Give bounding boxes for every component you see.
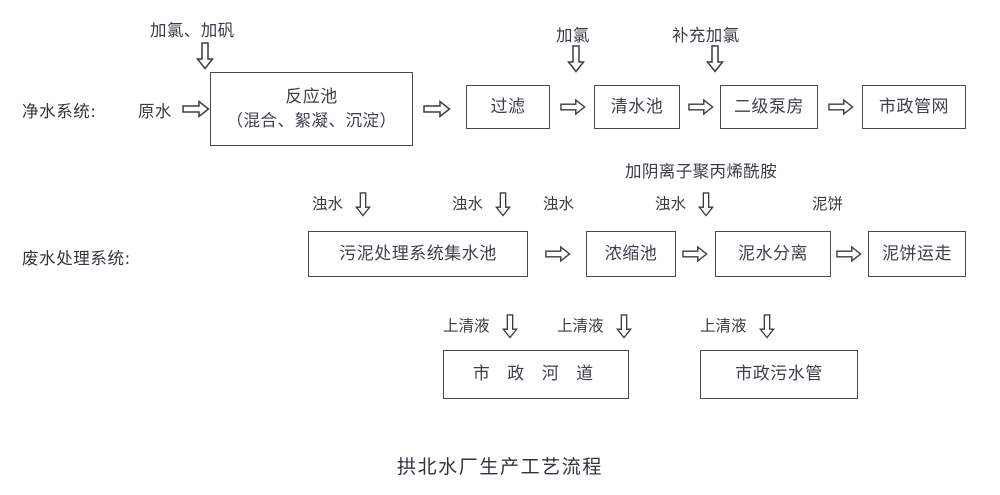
feed-label-turbid-water-3: 浊水 (543, 195, 575, 213)
supernatant-label-3: 上清液 (700, 317, 747, 335)
dosing-label-chlorine-alum: 加氯、加矾 (150, 21, 235, 40)
node-filtration-label: 过滤 (490, 96, 526, 117)
node-filtration[interactable]: 过滤 (466, 85, 550, 129)
down-arrow-outline-icon-turbid-water-2 (494, 192, 512, 217)
down-arrow-outline-icon-supernatant-3 (758, 314, 776, 339)
down-arrow-outline-icon-supernatant-2 (615, 314, 633, 339)
right-arrow-outline-icon-pump-to-network (828, 98, 854, 116)
node-reaction-tank-line2: （混合、絮凝、沉淀） (226, 111, 397, 131)
right-arrow-outline-icon-reaction-to-filter (423, 99, 451, 119)
node-municipal-sewage-pipe-label: 市政污水管 (735, 364, 823, 385)
node-reaction-tank-line1: 反应池 (285, 86, 338, 107)
row-label-wastewater-system: 废水处理系统: (22, 249, 131, 268)
node-reaction-tank[interactable]: 反应池 （混合、絮凝、沉淀） (210, 72, 413, 146)
node-sludge-water-separation[interactable]: 泥水分离 (715, 231, 831, 277)
node-thickening-tank[interactable]: 浓缩池 (586, 231, 676, 277)
down-arrow-outline-icon-turbid-water-1 (354, 192, 372, 217)
right-arrow-outline-icon-separation-to-cake (836, 245, 862, 263)
right-arrow-outline-icon-collection-to-thickener (545, 245, 571, 263)
supernatant-label-1: 上清液 (443, 317, 490, 335)
feed-label-turbid-water-4: 浊水 (655, 195, 687, 213)
right-arrow-outline-icon-thickener-to-separation (682, 245, 708, 263)
figure-title: 拱北水厂生产工艺流程 (396, 456, 603, 478)
dosing-label-supplementary-chlorine: 补充加氯 (672, 26, 740, 45)
row-label-purification-system: 净水系统: (22, 102, 97, 121)
down-arrow-outline-icon-supernatant-1 (501, 314, 519, 339)
down-arrow-outline-icon-supplementary-chlorine (705, 45, 725, 73)
additive-label-anionic-polyacrylamide: 加阴离子聚丙烯酰胺 (625, 162, 778, 181)
down-arrow-outline-icon-chlorine (566, 45, 586, 73)
node-sludge-water-separation-label: 泥水分离 (738, 243, 808, 264)
feed-label-turbid-water-1: 浊水 (312, 195, 344, 213)
node-municipal-river-channel-label: 市 政 河 道 (472, 364, 600, 385)
node-secondary-pump-house-label: 二级泵房 (734, 96, 804, 117)
inlet-label-raw-water: 原水 (138, 102, 172, 121)
node-municipal-river-channel[interactable]: 市 政 河 道 (443, 350, 629, 399)
node-mud-cake-removal[interactable]: 泥饼运走 (868, 231, 966, 277)
down-arrow-outline-icon-turbid-water-4 (697, 192, 715, 217)
right-arrow-outline-icon-filter-to-clearwater (560, 98, 586, 116)
node-secondary-pump-house[interactable]: 二级泵房 (720, 85, 818, 129)
feed-label-mud-cake: 泥饼 (812, 195, 844, 213)
right-arrow-outline-icon-raw-water (182, 99, 210, 119)
down-arrow-outline-icon-chlorine-alum (195, 42, 215, 70)
node-clear-water-tank[interactable]: 清水池 (594, 85, 680, 129)
node-mud-cake-removal-label: 泥饼运走 (882, 243, 952, 264)
node-municipal-sewage-pipe[interactable]: 市政污水管 (700, 350, 858, 399)
supernatant-label-2: 上清液 (557, 317, 604, 335)
node-thickening-tank-label: 浓缩池 (604, 243, 658, 264)
dosing-label-chlorine: 加氯 (556, 26, 590, 45)
node-sludge-collection-tank[interactable]: 污泥处理系统集水池 (308, 231, 528, 277)
right-arrow-outline-icon-clearwater-to-pump (688, 98, 714, 116)
node-sludge-collection-tank-label: 污泥处理系统集水池 (339, 243, 497, 264)
node-municipal-pipe-network[interactable]: 市政管网 (862, 85, 966, 129)
node-clear-water-tank-label: 清水池 (610, 96, 664, 117)
node-municipal-pipe-network-label: 市政管网 (879, 96, 949, 117)
feed-label-turbid-water-2: 浊水 (452, 195, 484, 213)
